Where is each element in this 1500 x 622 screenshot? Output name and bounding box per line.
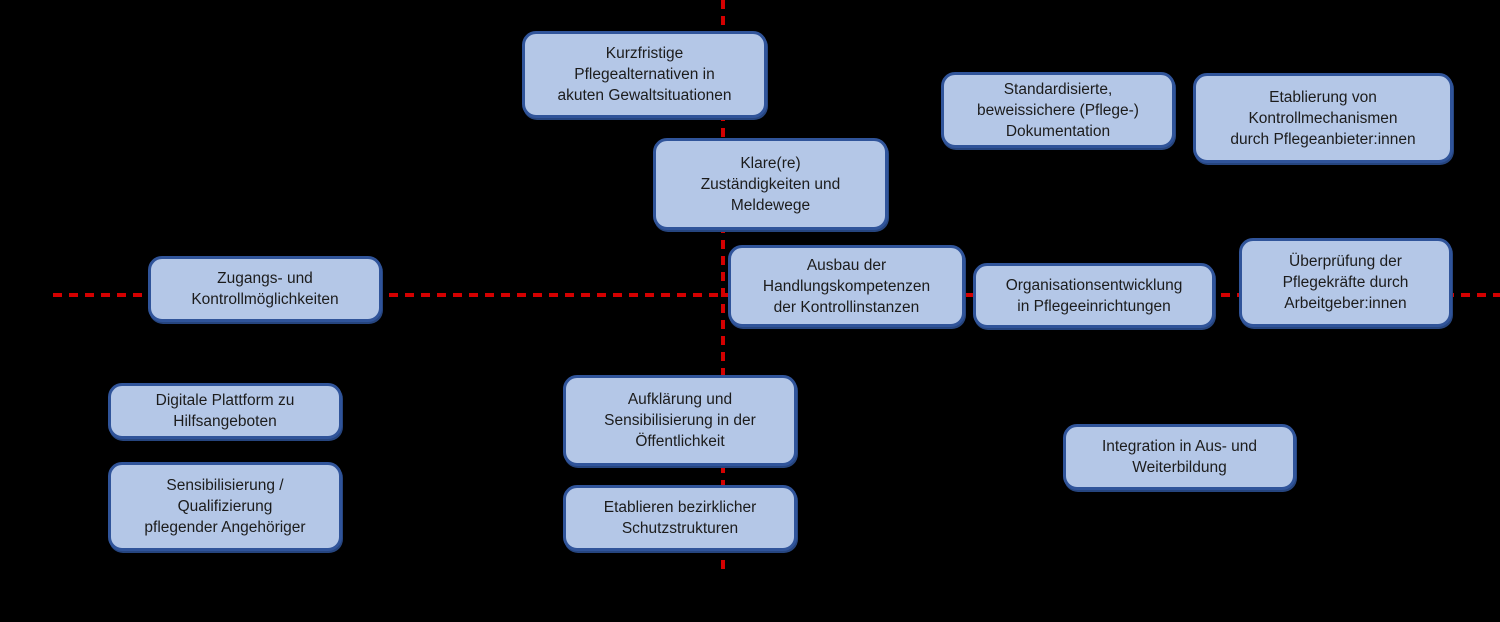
box-label: Etablierung von Kontrollmechanismen durc… <box>1230 88 1416 148</box>
box-kurzfristige-pflegealternativen: Kurzfristige Pflegealternativen in akute… <box>522 31 767 118</box>
box-etablieren-schutzstrukturen: Etablieren bezirklicher Schutzstrukturen <box>563 485 797 551</box>
box-aufklaerung-oeffentlichkeit: Aufklärung und Sensibilisierung in der Ö… <box>563 375 797 466</box>
box-etablierung-kontrollmechanismen: Etablierung von Kontrollmechanismen durc… <box>1193 73 1453 163</box>
box-label: Ausbau der Handlungskompetenzen der Kont… <box>762 256 931 316</box>
box-label: Digitale Plattform zu Hilfsangeboten <box>155 392 295 430</box>
box-label: Sensibilisierung / Qualifizierung pflege… <box>144 477 306 536</box>
box-label: Integration in Aus- und Weiterbildung <box>1101 438 1258 476</box>
box-label: Aufklärung und Sensibilisierung in der Ö… <box>604 391 756 450</box>
box-label: Zugangs- und Kontrollmöglichkeiten <box>191 270 339 308</box>
box-sensibilisierung-qualifizierung: Sensibilisierung / Qualifizierung pflege… <box>108 462 342 551</box>
box-label: Überprüfung der Pflegekräfte durch Arbei… <box>1282 253 1409 312</box>
box-label: Standardisierte, beweissichere (Pflege-)… <box>977 80 1139 140</box>
box-label: Organisationsentwicklung in Pflegeeinric… <box>1005 276 1183 315</box>
box-klare-zustaendigkeiten: Klare(re) Zuständigkeiten und Meldewege <box>653 138 888 230</box>
box-standardisierte-dokumentation: Standardisierte, beweissichere (Pflege-)… <box>941 72 1175 148</box>
box-label: Kurzfristige Pflegealternativen in akute… <box>557 45 732 104</box>
box-ueberpruefung-pflegekraefte: Überprüfung der Pflegekräfte durch Arbei… <box>1239 238 1452 327</box>
box-zugangs-kontrollmoeglichkeiten: Zugangs- und Kontrollmöglichkeiten <box>148 256 382 322</box>
box-integration-weiterbildung: Integration in Aus- und Weiterbildung <box>1063 424 1296 490</box>
box-digitale-plattform: Digitale Plattform zu Hilfsangeboten <box>108 383 342 439</box>
box-ausbau-handlungskompetenzen: Ausbau der Handlungskompetenzen der Kont… <box>728 245 965 327</box>
box-organisationsentwicklung: Organisationsentwicklung in Pflegeeinric… <box>973 263 1215 328</box>
box-label: Klare(re) Zuständigkeiten und Meldewege <box>700 154 841 214</box>
box-label: Etablieren bezirklicher Schutzstrukturen <box>603 499 757 537</box>
